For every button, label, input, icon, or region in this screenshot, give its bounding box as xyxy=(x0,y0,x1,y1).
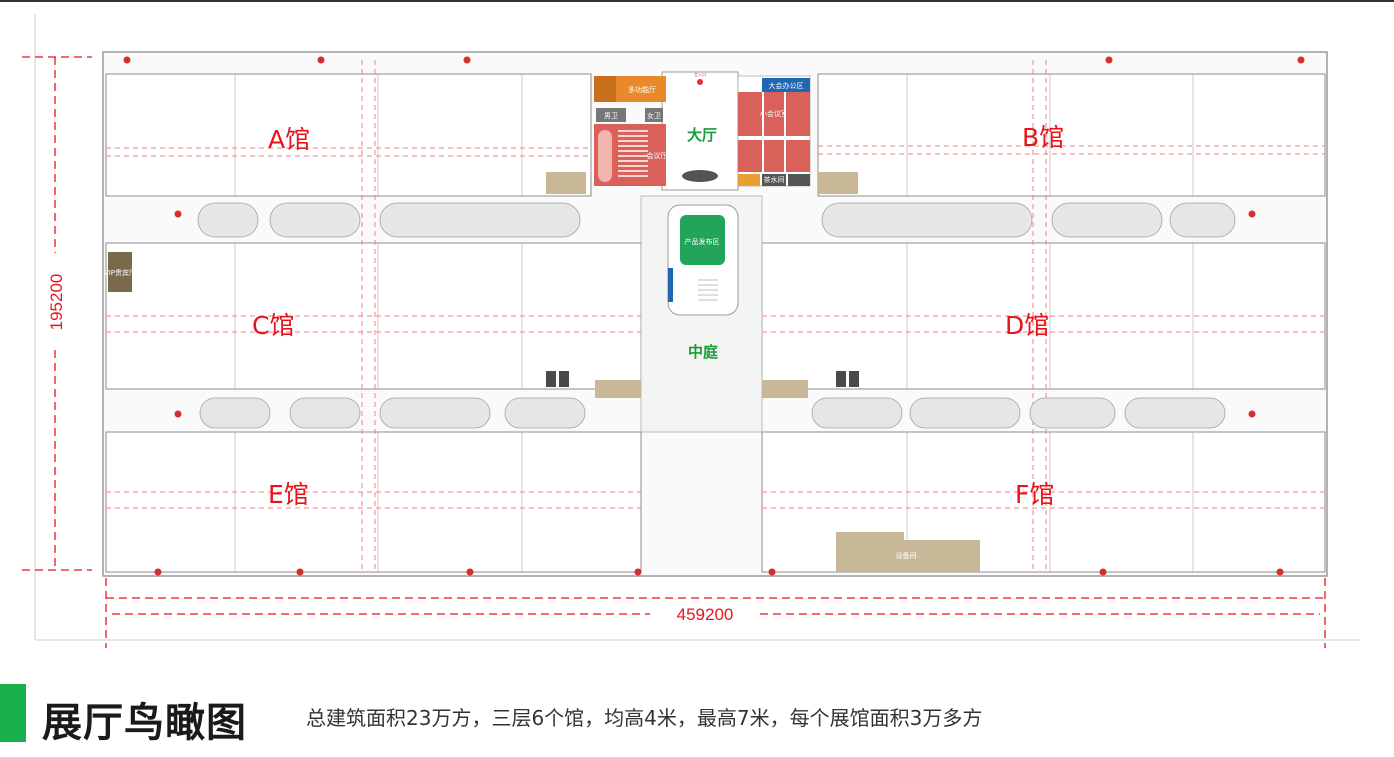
svg-text:小会议室: 小会议室 xyxy=(760,109,788,118)
hall-f-label: F馆 xyxy=(1015,480,1054,509)
top-border-line xyxy=(0,0,1394,2)
exit-markers xyxy=(123,56,1305,576)
vip-room xyxy=(108,252,132,292)
svg-text:男卫: 男卫 xyxy=(604,112,618,120)
svg-text:女卫: 女卫 xyxy=(647,111,661,120)
svg-text:设备间: 设备间 xyxy=(896,551,917,560)
lobby-label: 大厅 xyxy=(687,126,717,144)
lobby-feature xyxy=(682,170,718,182)
hall-b-block xyxy=(817,73,1326,197)
hall-c-label: C馆 xyxy=(252,311,294,340)
main-entrance-icon xyxy=(697,79,703,85)
height-dimension-label: 195200 xyxy=(47,274,66,331)
product-launch-block xyxy=(680,215,725,265)
hall-a-label: A馆 xyxy=(268,125,310,154)
hall-e-block xyxy=(105,431,642,573)
width-dimension xyxy=(105,578,1326,648)
product-launch-label: 产品发布区 xyxy=(685,237,720,246)
svg-text:茶水间: 茶水间 xyxy=(764,175,785,184)
svg-text:VIP贵宾厅: VIP贵宾厅 xyxy=(104,268,136,277)
hall-e-label: E馆 xyxy=(268,480,309,509)
hall-b-label: B馆 xyxy=(1022,123,1064,152)
svg-text:主入口: 主入口 xyxy=(694,71,706,77)
svg-text:会议厅: 会议厅 xyxy=(647,151,668,160)
svg-text:大会办公区: 大会办公区 xyxy=(769,81,804,90)
page-title: 展厅鸟瞰图 xyxy=(42,700,247,746)
svg-text:多功能厅: 多功能厅 xyxy=(628,85,656,94)
floor-plan: 产品发布区 主入口 多功能厅 男卫 女卫 会议厅 大会办公区 小会议室 茶水间 xyxy=(22,14,1360,648)
hall-d-label: D馆 xyxy=(1005,311,1049,340)
page-description: 总建筑面积23万方，三层6个馆，均高4米，最高7米，每个展馆面积3万多方 xyxy=(306,706,983,730)
atrium-label: 中庭 xyxy=(688,343,719,361)
floor-plan-svg: 产品发布区 主入口 多功能厅 男卫 女卫 会议厅 大会办公区 小会议室 茶水间 xyxy=(22,14,1360,648)
height-dimension xyxy=(22,56,92,571)
hall-a-block xyxy=(105,73,592,197)
width-dimension-label: 459200 xyxy=(677,605,734,624)
title-accent-bar xyxy=(0,684,26,742)
